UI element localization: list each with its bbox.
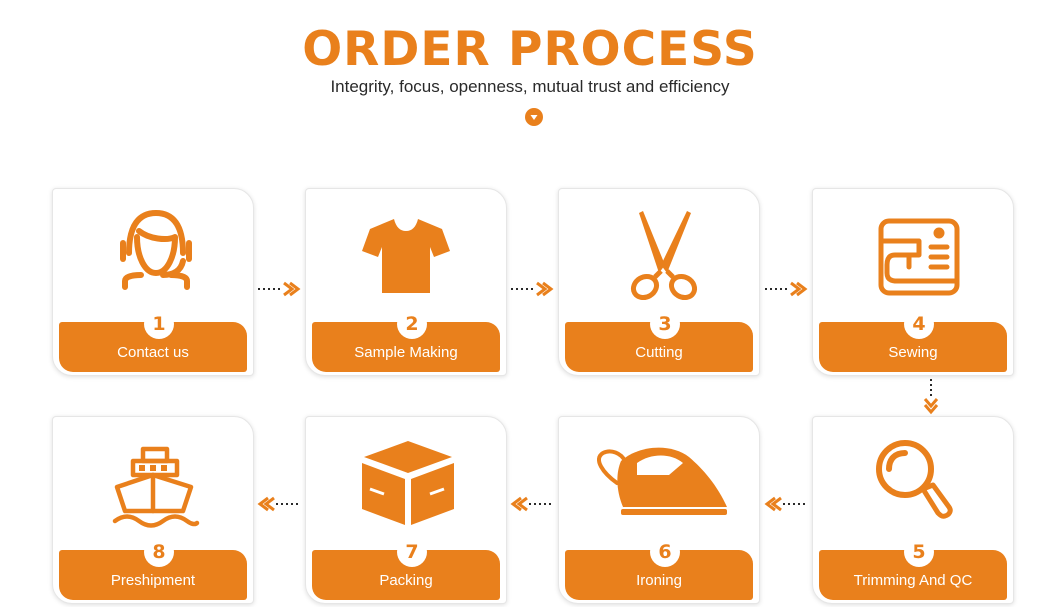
step-number: 6	[650, 537, 680, 567]
step-card-trimming-and-qc: 5 Trimming And QC	[812, 416, 1014, 604]
arrow-left-icon	[764, 496, 807, 512]
step-card-contact-us: 1 Contact us	[52, 188, 254, 376]
arrow-left-icon	[510, 496, 553, 512]
arrow-right-icon	[511, 281, 554, 297]
step-label: Sample Making	[354, 344, 458, 361]
step-label: Packing	[379, 572, 433, 589]
page-subtitle: Integrity, focus, openness, mutual trust…	[330, 77, 730, 96]
chevron-down-icon	[525, 108, 543, 126]
step-card-sample-making: 2 Sample Making	[305, 188, 507, 376]
box-icon	[362, 441, 454, 525]
arrow-left-icon	[257, 496, 300, 512]
arrow-right-icon	[258, 281, 301, 297]
step-card-preshipment: 8 Preshipment	[52, 416, 254, 604]
step-label: Cutting	[635, 344, 683, 361]
magnifier-icon	[876, 440, 953, 519]
step-band: 7 Packing	[312, 537, 500, 600]
step-band: 5 Trimming And QC	[819, 537, 1007, 600]
step-number: 4	[904, 309, 934, 339]
scissors-icon	[630, 211, 698, 301]
step-number: 5	[904, 537, 934, 567]
ship-icon	[112, 446, 200, 528]
arrow-down-icon	[923, 379, 939, 415]
step-number: 2	[397, 309, 427, 339]
step-band: 6 Ironing	[565, 537, 753, 600]
step-band: 1 Contact us	[59, 309, 247, 372]
headset-person-icon	[120, 210, 192, 290]
iron-icon	[597, 447, 727, 515]
tshirt-icon	[362, 219, 450, 293]
step-band: 3 Cutting	[565, 309, 753, 372]
step-band: 4 Sewing	[819, 309, 1007, 372]
step-label: Sewing	[888, 344, 938, 361]
step-card-cutting: 3 Cutting	[558, 188, 760, 376]
step-band: 2 Sample Making	[312, 309, 500, 372]
step-label: Trimming And QC	[853, 572, 973, 589]
step-label: Preshipment	[110, 572, 196, 589]
step-number: 1	[144, 309, 174, 339]
step-number: 8	[144, 537, 174, 567]
step-card-ironing: 6 Ironing	[558, 416, 760, 604]
step-label: Contact us	[117, 344, 189, 361]
step-card-packing: 7 Packing	[305, 416, 507, 604]
step-number: 7	[397, 537, 427, 567]
arrow-right-icon	[765, 281, 808, 297]
step-number: 3	[650, 309, 680, 339]
step-band: 8 Preshipment	[59, 537, 247, 600]
sewing-machine-icon	[878, 218, 960, 296]
step-card-sewing: 4 Sewing	[812, 188, 1014, 376]
page-title: ORDER PROCESS	[302, 22, 758, 77]
step-label: Ironing	[636, 572, 682, 589]
